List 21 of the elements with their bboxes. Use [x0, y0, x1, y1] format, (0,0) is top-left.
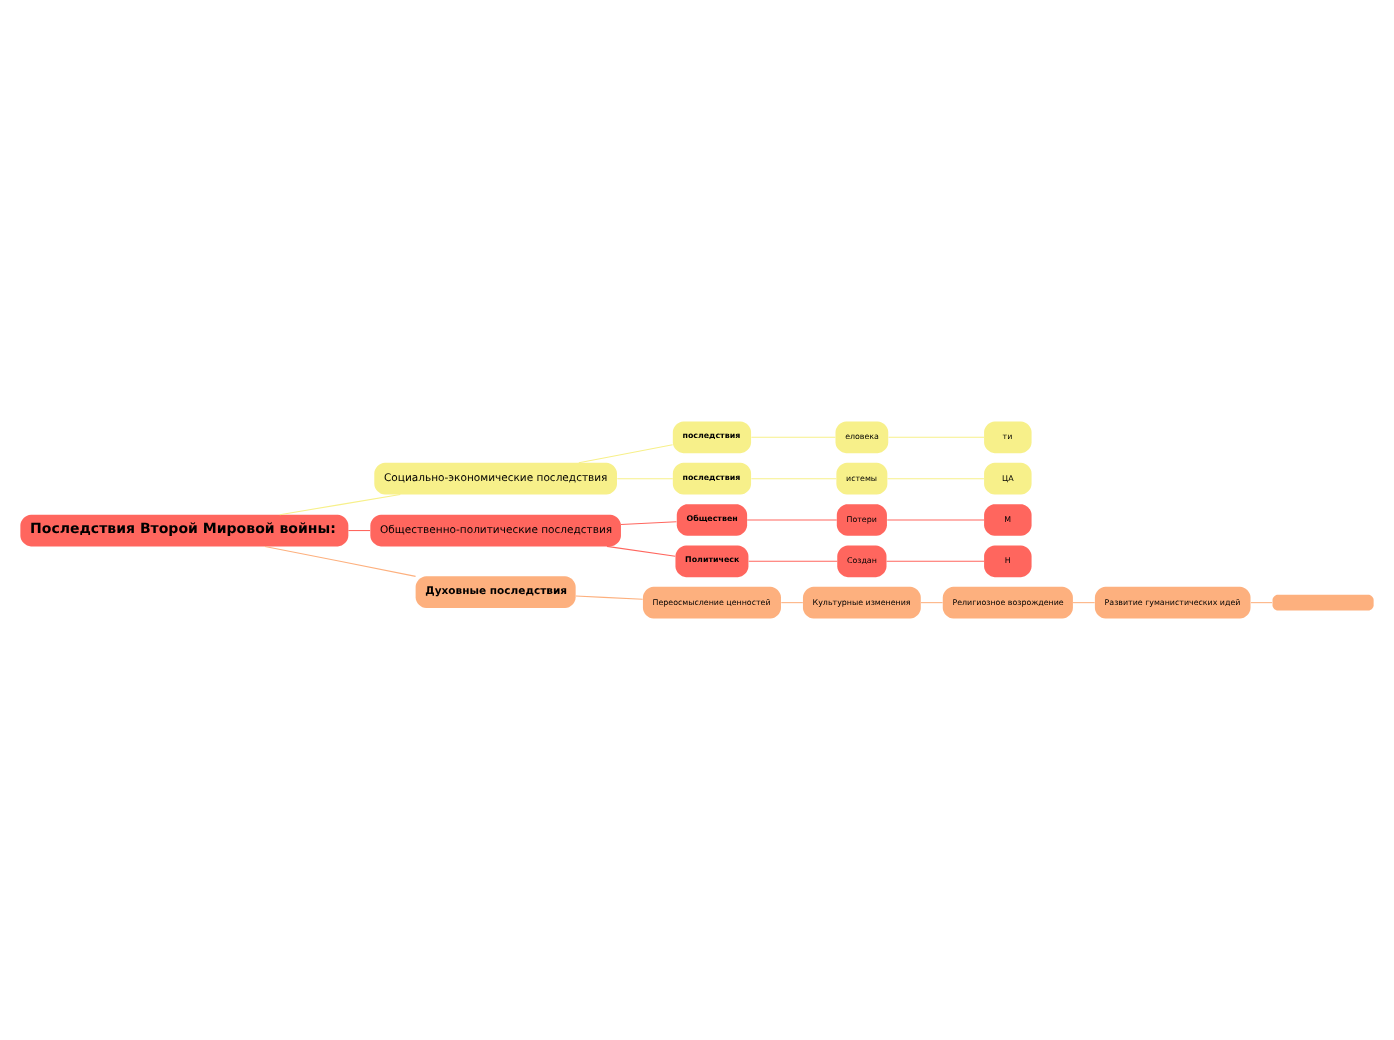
connector	[606, 545, 676, 557]
connector	[886, 519, 985, 521]
connector	[1250, 602, 1273, 604]
connector	[748, 560, 838, 562]
connector	[575, 595, 644, 600]
connector	[347, 530, 371, 532]
connector	[888, 436, 985, 438]
connector	[750, 478, 837, 480]
connector	[616, 478, 674, 480]
connector	[620, 521, 677, 525]
connector	[746, 519, 838, 521]
connector	[887, 478, 985, 480]
node-box	[1272, 594, 1374, 611]
connector	[886, 560, 985, 562]
connector	[279, 494, 401, 516]
connector	[780, 602, 804, 604]
connector	[578, 444, 674, 464]
connector	[750, 436, 836, 438]
connector	[264, 545, 417, 577]
connector	[920, 602, 944, 604]
connector	[1072, 602, 1096, 604]
